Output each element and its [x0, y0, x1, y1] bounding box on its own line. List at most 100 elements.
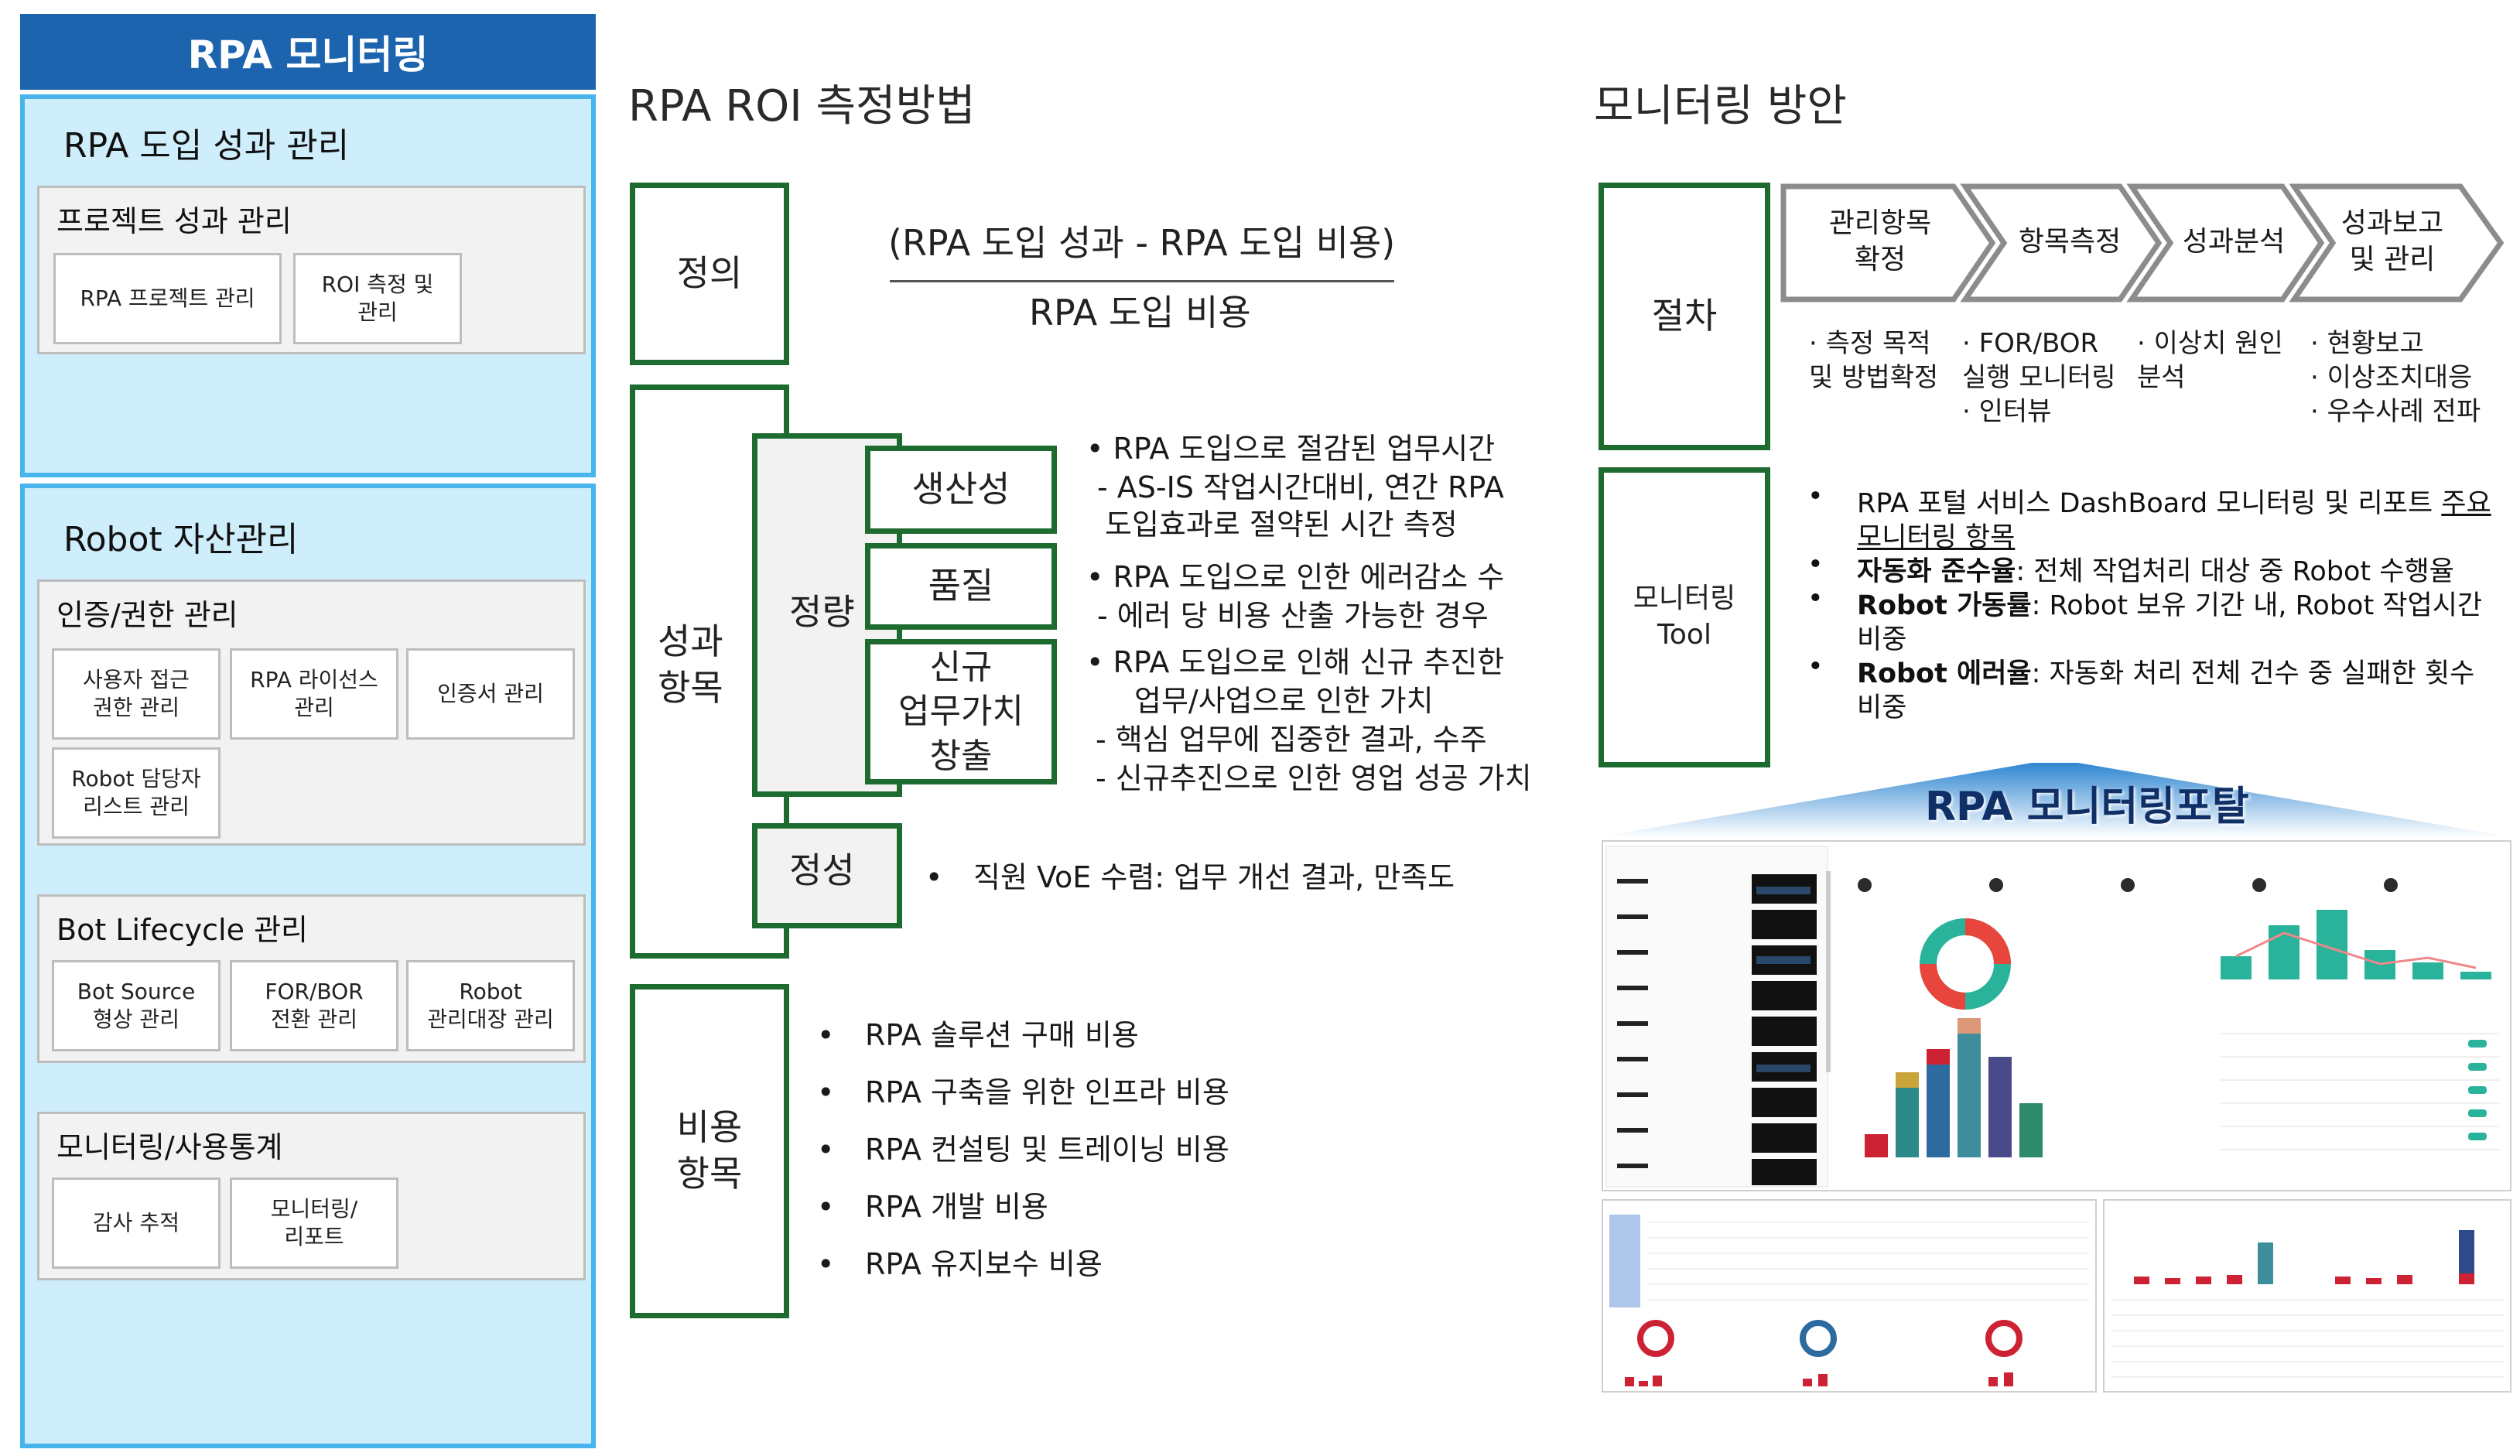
formula-denominator: RPA 도입 비용: [1029, 292, 1251, 333]
perf-items-label: 성과 항목: [658, 620, 723, 709]
portal-label: RPA 모니터링포탈: [1925, 784, 2249, 830]
tool-line-3-bullet: •: [1807, 549, 1824, 580]
step-1-label: 관리항목 확정: [1828, 207, 1932, 275]
perf-mgmt-section: RPA 도입 성과 관리 프로젝트 성과 관리 RPA 프로젝트 관리 ROI …: [20, 94, 596, 477]
tool-line-4-bullet: •: [1807, 583, 1824, 614]
robot-asset-title: Robot 자산관리: [63, 520, 299, 559]
project-perf-title: 프로젝트 성과 관리: [56, 204, 292, 238]
monitoring-title: 모니터링 방안: [1594, 81, 1847, 132]
step-4-note: · 현황보고 · 이상조치대응 · 우수사례 전파: [2310, 328, 2481, 428]
newvalue-line-4: - 신규추진으로 인한 영업 성공 가치: [1096, 761, 1532, 795]
step-2-shape: [1960, 183, 2163, 302]
cost-bullet-2: •: [817, 1075, 835, 1109]
cost-item-5: RPA 유지보수 비용: [865, 1247, 1103, 1281]
quality-line-1: • RPA 도입으로 인한 에러감소 수: [1086, 560, 1505, 594]
project-perf-group: 프로젝트 성과 관리 RPA 프로젝트 관리 ROI 측정 및 관리: [37, 186, 586, 354]
qual-label: 정성: [789, 849, 855, 891]
lifecycle-title: Bot Lifecycle 관리: [56, 913, 308, 947]
robot-asset-section: Robot 자산관리 인증/권한 관리 사용자 접근 권한 관리 RPA 라이선…: [20, 484, 596, 1448]
step-4-shape: [2289, 183, 2505, 302]
step-2-label: 항목측정: [2018, 226, 2122, 258]
cost-bullet-4: •: [817, 1190, 835, 1224]
left-panel-header: RPA 모니터링: [20, 14, 596, 90]
step-1-shape: [1780, 183, 1996, 302]
monitoring-tool-label: 모니터링 Tool: [1599, 467, 1770, 767]
card-rpa-project[interactable]: RPA 프로젝트 관리: [53, 253, 282, 344]
tool-line-1-pre: RPA 포털 서비스 DashBoard 모니터링 및 리포트: [1857, 488, 2442, 519]
portal-banner: [1599, 763, 2511, 837]
perf-mgmt-title: RPA 도입 성과 관리: [63, 126, 350, 166]
tool-line-4: Robot 가동률: Robot 보유 기간 내, Robot 작업시간: [1857, 583, 2482, 623]
step-4-label: 성과보고 및 관리: [2340, 207, 2444, 275]
tool-line-4-bold: Robot 가동률: [1857, 590, 2032, 621]
cost-items-label: 비용 항목: [630, 984, 789, 1318]
cost-bullet-5: •: [817, 1247, 835, 1281]
quant-label: 정량: [789, 591, 855, 633]
productivity-line-1: • RPA 도입으로 절감된 업무시간: [1086, 432, 1496, 466]
card-robot-ledger[interactable]: Robot 관리대장 관리: [406, 960, 575, 1051]
roi-title: RPA ROI 측정방법: [628, 81, 976, 132]
cost-item-2: RPA 구축을 위한 인프라 비용: [865, 1075, 1229, 1109]
qual-bullet: •: [925, 860, 943, 894]
dashboard-screenshot-main: [1602, 840, 2511, 1191]
formula-divider: [890, 280, 1394, 282]
cost-bullet-1: •: [817, 1018, 835, 1052]
monitor-stats-group: 모니터링/사용통계 감사 추적 모니터링/ 리포트: [37, 1112, 586, 1280]
step-3-shape: [2126, 183, 2325, 302]
tool-line-3-bold: 자동화 준수율: [1857, 556, 2016, 587]
tool-line-1-underline: 주요: [2441, 488, 2491, 519]
card-robot-owner[interactable]: Robot 담당자 리스트 관리: [52, 747, 221, 839]
card-audit[interactable]: 감사 추적: [52, 1177, 221, 1269]
newvalue-label: 신규 업무가치 창출: [865, 639, 1057, 784]
tool-line-1-text: RPA 포털 서비스 DashBoard 모니터링 및 리포트 주요: [1857, 481, 2491, 521]
quality-label: 품질: [865, 543, 1057, 630]
cost-item-1: RPA 솔루션 구매 비용: [865, 1018, 1139, 1052]
step-3-label: 성과분석: [2182, 226, 2286, 258]
card-monitor-report[interactable]: 모니터링/ 리포트: [230, 1177, 398, 1269]
tool-line-1: •: [1807, 481, 1824, 512]
tool-line-2: 모니터링 항목: [1857, 515, 2015, 555]
tool-line-3-rest: : 전체 작업처리 대상 중 Robot 수행율: [2016, 556, 2454, 587]
newvalue-line-2: 업무/사업으로 인한 가치: [1134, 684, 1434, 718]
cost-item-3: RPA 컨설팅 및 트레이닝 비용: [865, 1133, 1229, 1167]
card-user-access[interactable]: 사용자 접근 권한 관리: [52, 648, 221, 740]
tool-line-6-rest: : 자동화 처리 전체 건수 중 실패한 횟수: [2031, 658, 2475, 689]
card-certificate[interactable]: 인증서 관리: [406, 648, 575, 740]
dashboard-screenshot-small-1: [1602, 1199, 2097, 1393]
process-chevrons: [1780, 183, 2505, 302]
step-1-note: · 측정 목적 및 방법확정: [1809, 328, 1939, 394]
tool-line-7: 비중: [1857, 692, 1907, 723]
productivity-label: 생산성: [865, 446, 1057, 534]
qual-text: 직원 VoE 수렴: 업무 개선 결과, 만족도: [973, 860, 1455, 894]
productivity-line-2: - AS-IS 작업시간대비, 연간 RPA: [1097, 470, 1504, 504]
tool-line-5: 비중: [1857, 624, 1907, 655]
tool-line-6: Robot 에러율: 자동화 처리 전체 건수 중 실패한 횟수: [1857, 651, 2474, 691]
card-rpa-license[interactable]: RPA 라이선스 관리: [230, 648, 398, 740]
tool-bullet: •: [1807, 481, 1824, 512]
tool-line-6-bold: Robot 에러율: [1857, 658, 2032, 689]
auth-group: 인증/권한 관리 사용자 접근 권한 관리 RPA 라이선스 관리 인증서 관리…: [37, 579, 586, 846]
cost-bullet-3: •: [817, 1133, 835, 1167]
newvalue-line-3: - 핵심 업무에 집중한 결과, 수주: [1096, 723, 1487, 757]
newvalue-line-1: • RPA 도입으로 인해 신규 추진한: [1086, 645, 1505, 679]
card-roi[interactable]: ROI 측정 및 관리: [293, 253, 462, 344]
tool-line-3: 자동화 준수율: 전체 작업처리 대상 중 Robot 수행율: [1857, 549, 2454, 589]
monitor-stats-title: 모니터링/사용통계: [56, 1130, 283, 1164]
cost-item-4: RPA 개발 비용: [865, 1190, 1048, 1224]
definition-label: 정의: [630, 183, 789, 365]
tool-line-6-bullet: •: [1807, 651, 1824, 682]
formula-numerator: (RPA 도입 성과 - RPA 도입 비용): [888, 222, 1396, 264]
card-for-bor[interactable]: FOR/BOR 전환 관리: [230, 960, 398, 1051]
tool-line-4-rest: : Robot 보유 기간 내, Robot 작업시간: [2031, 590, 2483, 621]
step-3-note: · 이상치 원인 분석: [2137, 328, 2283, 394]
auth-title: 인증/권한 관리: [56, 598, 238, 632]
lifecycle-group: Bot Lifecycle 관리 Bot Source 형상 관리 FOR/BO…: [37, 894, 586, 1063]
dashboard-screenshot-small-2: [2103, 1199, 2511, 1393]
quality-line-2: - 에러 당 비용 산출 가능한 경우: [1097, 599, 1489, 633]
tool-line-2-underline: 모니터링 항목: [1857, 522, 2016, 553]
productivity-line-3: 도입효과로 절약된 시간 측정: [1105, 508, 1458, 542]
procedure-label: 절차: [1599, 183, 1770, 450]
qual-box: [752, 823, 902, 928]
step-2-note: · FOR/BOR 실행 모니터링 · 인터뷰: [1962, 328, 2116, 428]
card-bot-source[interactable]: Bot Source 형상 관리: [52, 960, 221, 1051]
